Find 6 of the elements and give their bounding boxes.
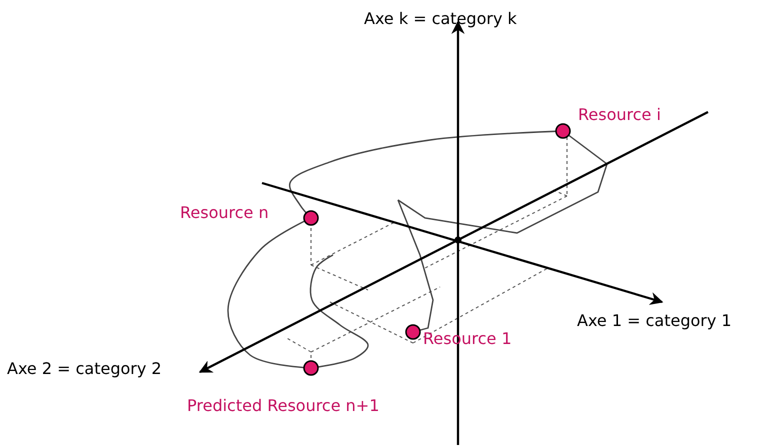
- point-label: Resource i: [578, 105, 661, 125]
- axis-label: Axe 1 = category 1: [577, 311, 732, 331]
- axis-label: Axe 2 = category 2: [7, 359, 162, 379]
- point-label: Predicted Resource n+1: [187, 396, 380, 416]
- point-label: Resource n: [180, 203, 269, 223]
- axis-label: Axe k = category k: [364, 9, 517, 29]
